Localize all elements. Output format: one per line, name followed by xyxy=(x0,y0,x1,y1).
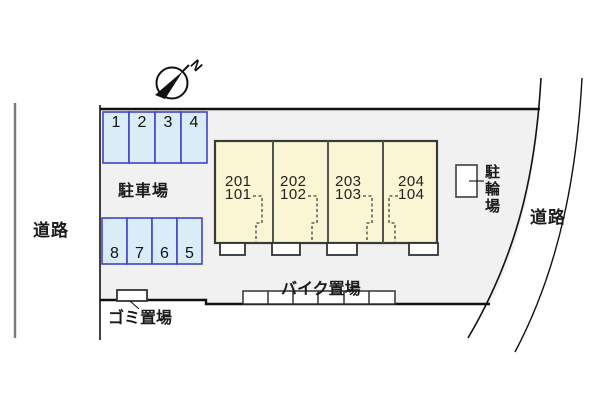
bike-area-label: バイク置場 xyxy=(281,281,361,298)
unit-lower-number: 104 xyxy=(398,186,425,203)
unit-label-2: 202 102 xyxy=(280,173,307,203)
parking-space-3 xyxy=(154,111,182,164)
stair-dashed-lines xyxy=(253,195,398,243)
parking-space-number: 8 xyxy=(110,245,119,262)
parking-space-8 xyxy=(101,217,128,265)
building-outline xyxy=(213,139,439,245)
garbage-area-label: ゴミ置場 xyxy=(108,310,173,327)
unit-lower-number: 103 xyxy=(335,186,362,203)
unit-lower-number: 102 xyxy=(280,186,307,203)
parking-row-1 xyxy=(102,111,208,164)
unit-label-1: 201 101 xyxy=(225,173,252,203)
stair-dashed-line-3 xyxy=(363,195,373,243)
entrance-porch-4 xyxy=(408,242,439,256)
entrance-porch-2 xyxy=(271,242,301,256)
road-label-right: 道路 xyxy=(530,208,566,227)
parking-space-number: 2 xyxy=(137,114,147,131)
parking-row-2 xyxy=(101,217,203,265)
stair-dashed-line-2 xyxy=(308,195,318,243)
road-label-left: 道路 xyxy=(33,221,69,240)
stair-dashed-line-1 xyxy=(253,195,263,243)
parking-space-number: 3 xyxy=(163,114,173,131)
bike-parking-rack xyxy=(242,290,396,305)
parking-space-number: 6 xyxy=(160,245,169,262)
unit-upper-number: 201 xyxy=(225,173,252,190)
unit-label-3: 203 103 xyxy=(335,173,362,203)
parking-space-5 xyxy=(176,217,203,265)
unit-upper-number: 204 xyxy=(398,173,425,190)
compass-north-label: N xyxy=(187,56,206,74)
parking-space-number: 1 xyxy=(111,114,121,131)
parking-space-7 xyxy=(126,217,153,265)
parking-space-number: 7 xyxy=(135,245,144,262)
stair-dashed-line-4 xyxy=(388,195,398,243)
road-edge-inner xyxy=(467,77,542,339)
compass-needle-icon xyxy=(155,71,183,99)
compass: N xyxy=(155,56,206,100)
parking-area-label: 駐車場 xyxy=(118,183,170,200)
unit-upper-number: 202 xyxy=(280,173,307,190)
parking-space-number: 4 xyxy=(189,114,199,131)
entrance-porch-3 xyxy=(326,242,358,256)
parking-space-1 xyxy=(102,111,130,164)
road-edge-outer xyxy=(514,77,583,353)
garbage-leader-line xyxy=(129,300,140,310)
unit-label-4: 204 104 xyxy=(398,173,425,203)
unit-upper-number: 203 xyxy=(335,173,362,190)
bike-rack-dividers xyxy=(267,291,370,304)
garbage-station-box xyxy=(116,289,148,302)
parking-space-4 xyxy=(180,111,208,164)
parking-space-2 xyxy=(128,111,156,164)
bike-rack-outline xyxy=(242,290,396,305)
entrance-porches xyxy=(219,242,439,256)
parking-space-6 xyxy=(151,217,178,265)
unit-lower-number: 101 xyxy=(225,186,252,203)
compass-needle-tip xyxy=(182,64,190,72)
parking-space-number: 5 xyxy=(185,245,194,262)
entrance-porch-1 xyxy=(219,242,246,256)
bicycle-area-label: 駐輪場 xyxy=(483,164,500,215)
